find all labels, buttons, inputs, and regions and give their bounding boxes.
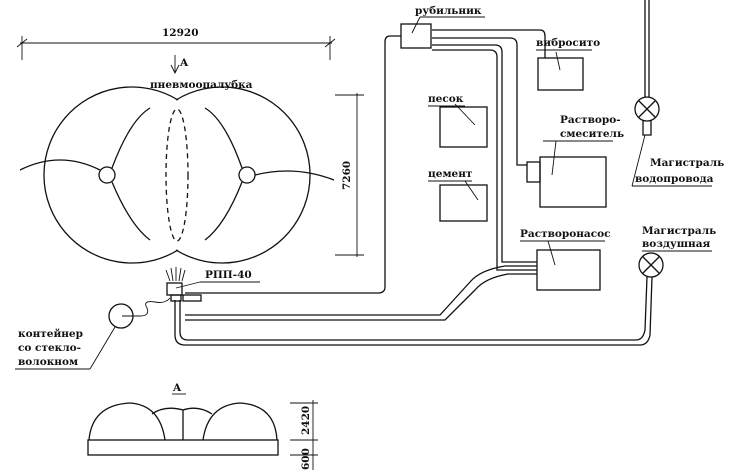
water-valve-icon (634, 96, 660, 122)
sand-box (439, 106, 488, 148)
pump-label: Растворонасос (520, 228, 611, 240)
cement-label: цемент (428, 168, 473, 180)
container-label-line1: контейнер (18, 328, 83, 340)
fiberglass-container (15, 297, 171, 370)
formwork-plan (19, 86, 335, 264)
dimension-width-label: 12920 (162, 27, 199, 39)
section-mark-label: A (179, 57, 189, 69)
vibrosieve-box (537, 57, 584, 91)
cement-box (439, 184, 488, 222)
air-valve-icon (638, 252, 664, 278)
container-label-line2: со стекло- (18, 342, 81, 354)
mixer-label-line1: Растворо- (560, 114, 621, 126)
water-main-label-line2: водопровода (635, 173, 714, 185)
switch-label: рубильник (415, 5, 482, 17)
section-arrow: A (170, 55, 189, 75)
dimension-height-label: 7260 (341, 161, 353, 190)
section-title: A (172, 382, 182, 394)
container-label-line3: волокном (18, 356, 78, 368)
sprayer-device (165, 267, 260, 302)
dome-height-label: 2420 (300, 406, 312, 435)
dimension-width: 12920 (16, 27, 336, 60)
pipes (174, 0, 653, 346)
formwork-section: 2420 600 (87, 400, 318, 470)
air-main-label-line1: Магистраль (642, 225, 716, 237)
sand-label: песок (428, 93, 464, 105)
mixer-label-line2: смеситель (560, 128, 624, 140)
dimension-height: 7260 (335, 93, 364, 257)
sprayer-label: РПП-40 (205, 269, 252, 281)
base-height-label: 600 (300, 448, 312, 470)
mixer-box (539, 156, 607, 208)
air-main-label-line2: воздушная (642, 238, 710, 250)
formwork-label: пневмоопалубка (150, 79, 253, 91)
water-main-label-line1: Магистраль (650, 157, 724, 169)
vibrosieve-label: вибросито (536, 37, 600, 49)
switch-box: рубильник (400, 5, 485, 49)
pump-box (536, 249, 601, 291)
